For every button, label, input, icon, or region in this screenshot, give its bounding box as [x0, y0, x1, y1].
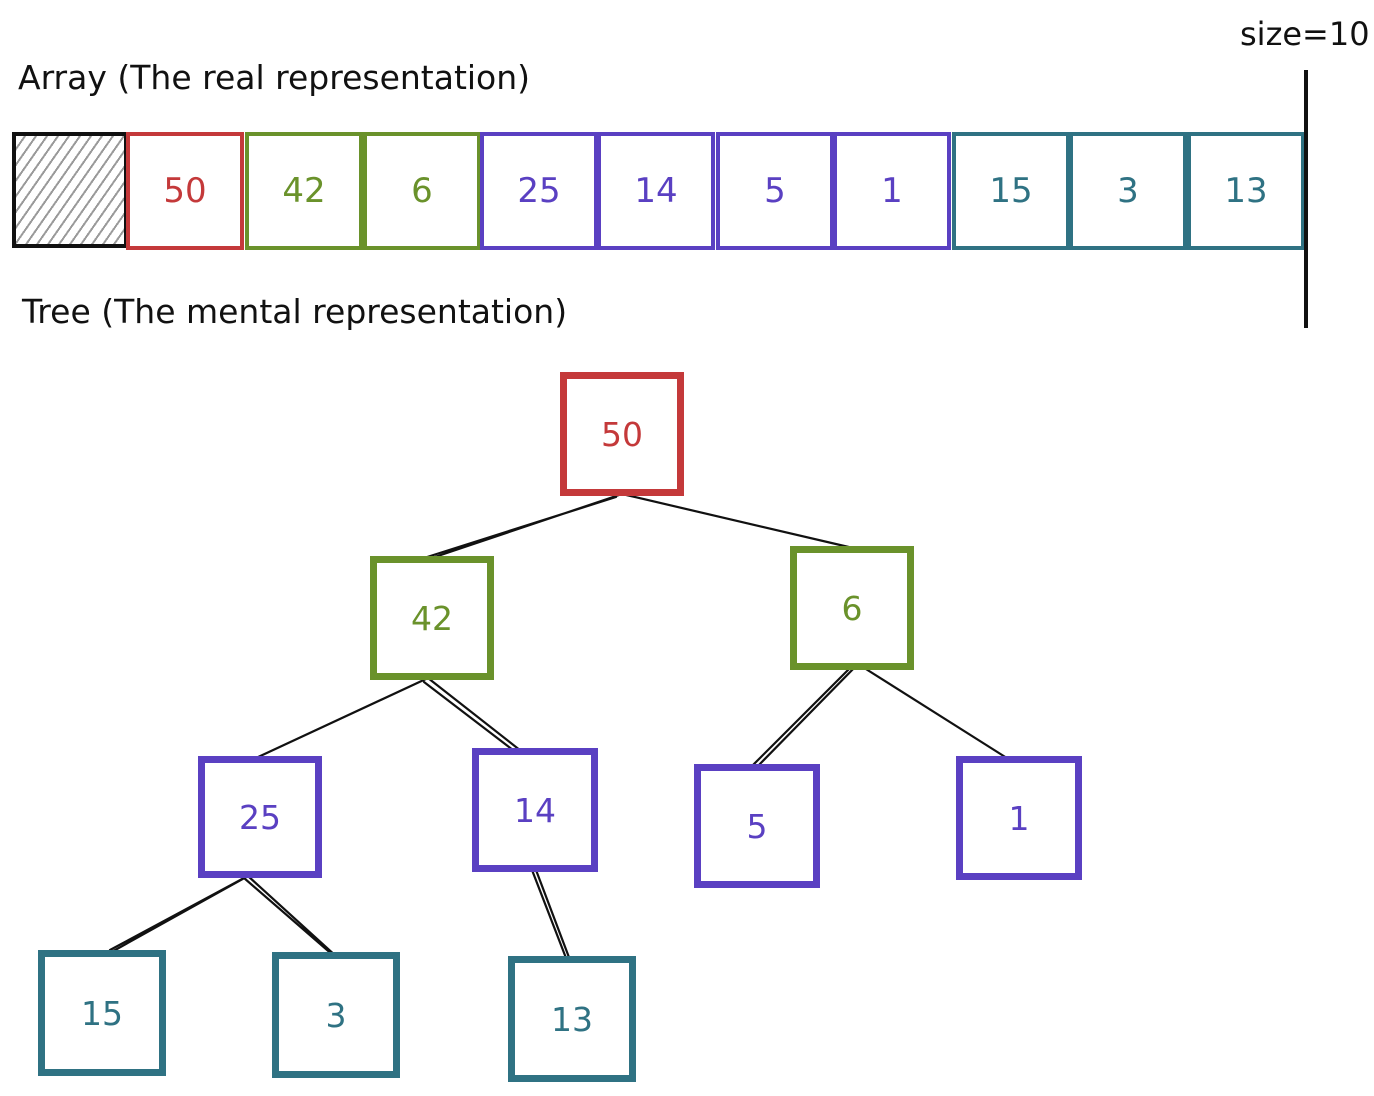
tree-title: Tree (The mental representation): [22, 292, 568, 331]
edge-6-1: [856, 662, 1012, 762]
tree-node-13: 13: [508, 956, 636, 1082]
tree-node-3: 3: [272, 952, 400, 1078]
array-title: Array (The real representation): [18, 58, 531, 97]
array-cell-7: 1: [833, 132, 951, 250]
edge-25-15: [106, 874, 250, 956]
array-cell-10: 13: [1187, 132, 1305, 250]
tree-node-25: 25: [198, 756, 322, 878]
edge-42-14: [422, 676, 532, 762]
array-cell-4: 25: [480, 132, 598, 250]
tree-node-5: 5: [694, 764, 820, 888]
array-cell-5: 14: [597, 132, 715, 250]
edge-50-42: [418, 492, 624, 564]
array-cell-2: 42: [245, 132, 363, 250]
edge-14-13: [530, 868, 572, 962]
tree-node-1: 1: [956, 756, 1082, 880]
array-cell-1: 50: [126, 132, 244, 250]
array-end-marker: [1304, 70, 1308, 328]
edge-42-25: [254, 676, 430, 760]
edge-25-3: [242, 874, 340, 960]
array-cell-8: 15: [952, 132, 1070, 250]
tree-node-50: 50: [560, 372, 684, 496]
edge-50-6: [620, 492, 855, 550]
tree-node-14: 14: [472, 748, 598, 872]
array-cell-9: 3: [1069, 132, 1187, 250]
array-cell-3: 6: [363, 132, 481, 250]
size-label: size=10: [1240, 15, 1370, 53]
edge-6-5: [750, 662, 860, 770]
tree-node-15: 15: [38, 950, 166, 1076]
tree-node-6: 6: [790, 546, 914, 670]
array-cell-6: 5: [716, 132, 834, 250]
tree-node-42: 42: [370, 556, 494, 680]
